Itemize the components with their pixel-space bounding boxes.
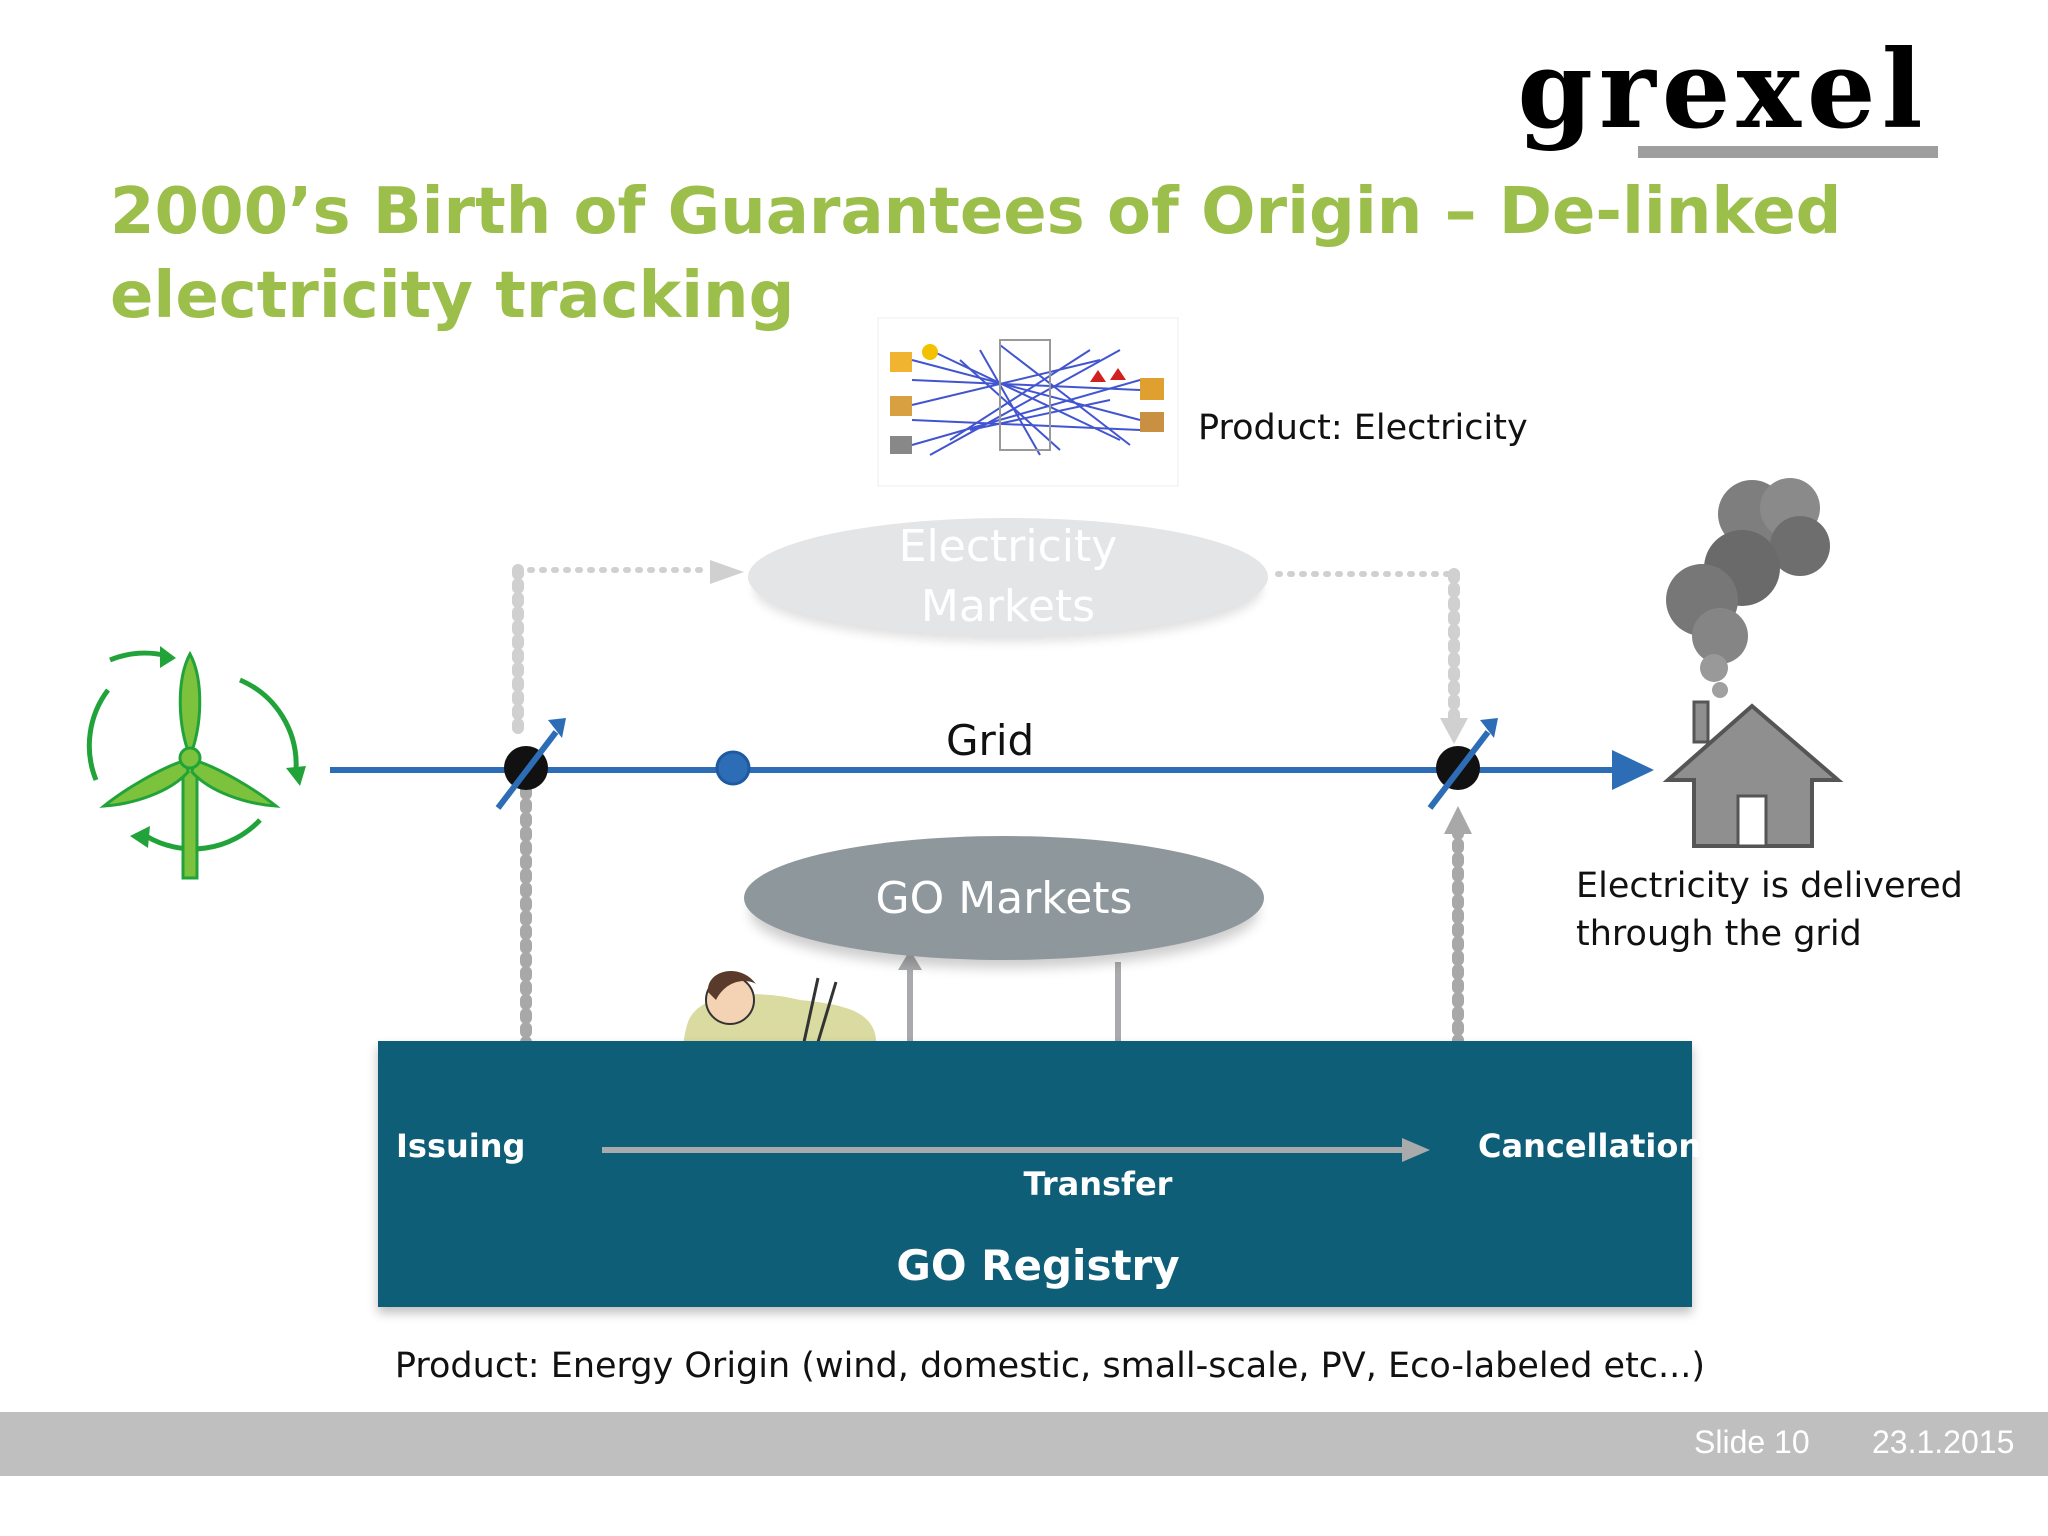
slide-title: 2000’s Birth of Guarantees of Origin – D… <box>110 175 1842 333</box>
slide-date: 23.1.2015 <box>1872 1424 2015 1460</box>
network-map-image <box>877 317 1179 487</box>
footer-bar: Slide 10 23.1.2015 <box>0 1412 2048 1476</box>
electricity-markets-line1: Electricity <box>898 521 1118 572</box>
go-markets-label: GO Markets <box>875 872 1133 924</box>
logo-wordmark: grexel <box>1517 27 1929 153</box>
wind-turbine-icon <box>86 646 306 880</box>
dotted-flow-to-electricity-markets <box>512 560 744 736</box>
product-electricity-label: Product: Electricity <box>1198 408 1528 448</box>
grid-node <box>715 750 751 786</box>
go-markets-ellipse: GO Markets <box>744 836 1264 960</box>
logo-underline <box>1638 146 1938 158</box>
grexel-logo: grexel <box>1508 30 1938 165</box>
switch-node-right <box>1427 718 1498 810</box>
house-icon <box>1662 700 1844 848</box>
slide-number: Slide 10 <box>1694 1424 1810 1460</box>
dotted-flow-from-electricity-markets <box>1275 568 1468 744</box>
issuing-label: Issuing <box>396 1127 526 1165</box>
transfer-label: Transfer <box>1023 1165 1173 1203</box>
go-registry-box: Issuing Cancellation Transfer GO Registr… <box>378 1041 1701 1307</box>
delivered-line1: Electricity is delivered <box>1576 866 1963 906</box>
switch-node-left <box>495 718 566 810</box>
go-registry-title: GO Registry <box>896 1241 1180 1290</box>
product-origin-label: Product: Energy Origin (wind, domestic, … <box>394 1346 1706 1386</box>
smoke-cloud-icon <box>1666 478 1830 698</box>
delivered-text: Electricity is delivered through the gri… <box>1576 862 1996 958</box>
cancellation-label: Cancellation <box>1478 1127 1702 1165</box>
electricity-markets-line2: Markets <box>920 581 1096 632</box>
grid-label: Grid <box>946 716 1035 765</box>
delivered-line2: through the grid <box>1576 914 1862 954</box>
electricity-markets-ellipse: Electricity Markets <box>748 518 1268 636</box>
